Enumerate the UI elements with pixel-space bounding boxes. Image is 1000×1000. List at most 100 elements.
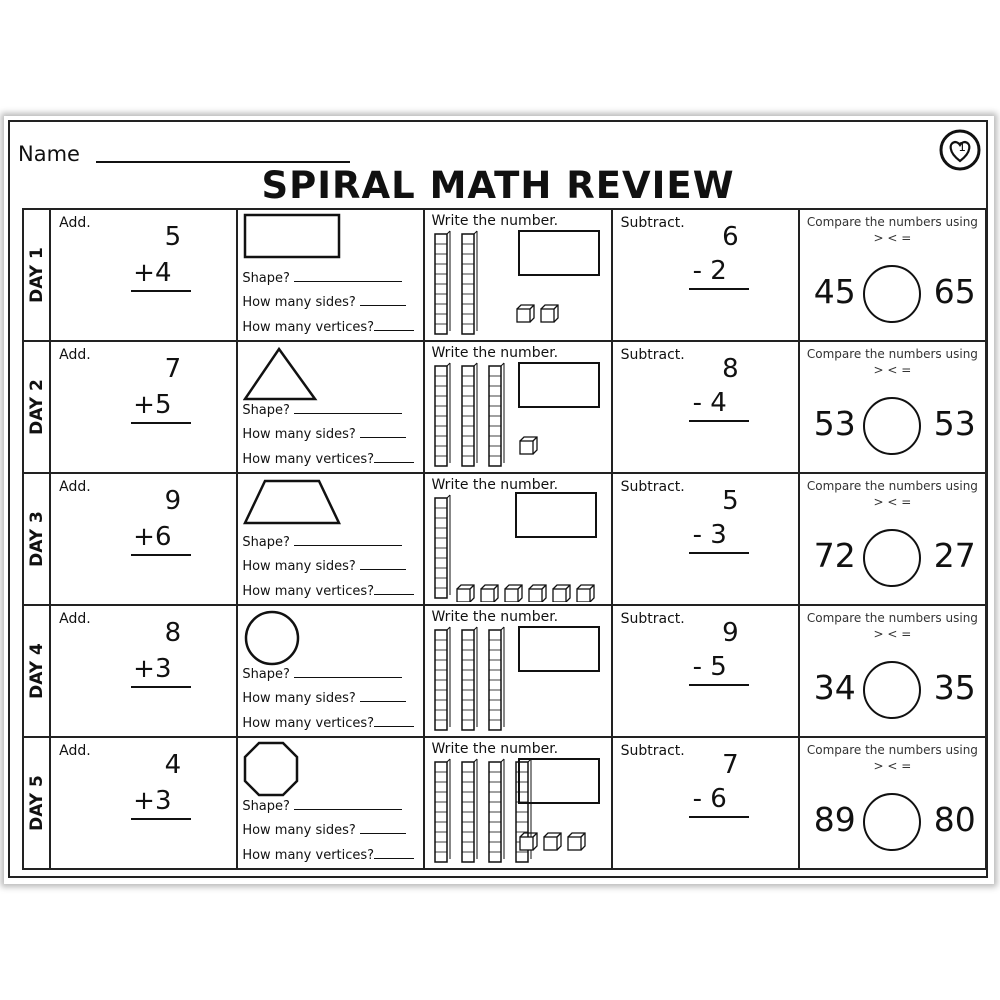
day-label-cell: DAY 5 bbox=[21, 736, 52, 870]
circle-shape-icon bbox=[245, 610, 300, 666]
addition-cell[interactable]: Add.5+4 bbox=[49, 208, 239, 342]
add-label: Add. bbox=[59, 743, 91, 759]
shape-answer-line[interactable] bbox=[294, 545, 403, 546]
subtraction-cell[interactable]: Subtract.6- 2 bbox=[610, 208, 800, 342]
addend-bottom: +5 bbox=[133, 390, 172, 420]
vertices-answer-line[interactable] bbox=[374, 858, 415, 859]
subtraction-answer-line bbox=[688, 552, 749, 554]
sides-question-label: How many sides? bbox=[242, 559, 356, 574]
shape-question[interactable]: Shape? bbox=[242, 403, 403, 418]
subtraction-cell[interactable]: Subtract.7- 6 bbox=[610, 736, 800, 870]
number-answer-box[interactable] bbox=[518, 230, 601, 276]
minuend: 6 bbox=[722, 222, 739, 252]
shape-question-label: Shape? bbox=[242, 799, 290, 814]
compare-answer-circle[interactable] bbox=[862, 661, 921, 719]
shape-question[interactable]: Shape? bbox=[242, 799, 403, 814]
write-number-cell: Write the number. bbox=[423, 604, 613, 738]
number-answer-box[interactable] bbox=[518, 758, 601, 804]
subtraction-cell[interactable]: Subtract.8- 4 bbox=[610, 340, 800, 474]
sides-answer-line[interactable] bbox=[359, 569, 406, 570]
addition-answer-line bbox=[131, 686, 192, 688]
addition-cell[interactable]: Add.9+6 bbox=[49, 472, 239, 606]
addend-top: 5 bbox=[164, 222, 182, 252]
vertices-question[interactable]: How many vertices? bbox=[242, 716, 415, 731]
subtraction-cell[interactable]: Subtract.5- 3 bbox=[610, 472, 800, 606]
shape-question-label: Shape? bbox=[242, 271, 290, 286]
addition-cell[interactable]: Add.8+3 bbox=[49, 604, 239, 738]
shape-question-label: Shape? bbox=[242, 667, 290, 682]
shape-question[interactable]: Shape? bbox=[242, 667, 403, 682]
compare-instructions-line1: Compare the numbers using bbox=[806, 347, 978, 361]
compare-right-number: 35 bbox=[933, 668, 976, 707]
vertices-answer-line[interactable] bbox=[374, 330, 415, 331]
compare-symbols: > < = bbox=[873, 495, 912, 509]
shape-answer-line[interactable] bbox=[294, 281, 403, 282]
shape-question[interactable]: Shape? bbox=[242, 271, 403, 286]
addition-cell[interactable]: Add.4+3 bbox=[49, 736, 239, 870]
day-label: DAY 2 bbox=[26, 379, 47, 435]
addend-bottom: +3 bbox=[133, 654, 172, 684]
write-number-cell: Write the number. bbox=[423, 736, 613, 870]
minuend: 8 bbox=[722, 354, 739, 384]
compare-answer-circle[interactable] bbox=[862, 529, 921, 587]
compare-instructions: Compare the numbers using> < = bbox=[800, 346, 985, 378]
name-field-line[interactable] bbox=[96, 161, 350, 163]
subtract-label: Subtract. bbox=[620, 743, 685, 759]
compare-left-number: 72 bbox=[813, 536, 856, 575]
compare-instructions: Compare the numbers using> < = bbox=[800, 610, 985, 642]
page-title: SPIRAL MATH REVIEW bbox=[261, 164, 735, 207]
vertices-answer-line[interactable] bbox=[374, 462, 415, 463]
compare-answer-circle[interactable] bbox=[862, 397, 921, 455]
vertices-question[interactable]: How many vertices? bbox=[242, 848, 415, 863]
write-number-cell: Write the number. bbox=[423, 340, 613, 474]
sides-answer-line[interactable] bbox=[359, 833, 406, 834]
subtrahend: - 5 bbox=[692, 652, 727, 682]
day-label-cell: DAY 4 bbox=[21, 604, 52, 738]
number-answer-box[interactable] bbox=[515, 492, 598, 538]
compare-symbols: > < = bbox=[873, 627, 912, 641]
compare-answer-circle[interactable] bbox=[862, 793, 921, 851]
compare-right-number: 65 bbox=[933, 272, 976, 311]
compare-answer-circle[interactable] bbox=[862, 265, 921, 323]
vertices-question[interactable]: How many vertices? bbox=[242, 584, 415, 599]
trapezoid-shape-icon bbox=[243, 479, 342, 525]
vertices-answer-line[interactable] bbox=[374, 594, 415, 595]
shape-answer-line[interactable] bbox=[294, 809, 403, 810]
compare-left-number: 53 bbox=[813, 404, 856, 443]
subtraction-cell[interactable]: Subtract.9- 5 bbox=[610, 604, 800, 738]
sides-question[interactable]: How many sides? bbox=[242, 427, 406, 442]
vertices-question[interactable]: How many vertices? bbox=[242, 320, 415, 335]
sides-answer-line[interactable] bbox=[359, 437, 406, 438]
sides-question[interactable]: How many sides? bbox=[242, 295, 406, 310]
addend-top: 9 bbox=[164, 486, 182, 516]
page-number: 1 bbox=[958, 140, 966, 154]
vertices-answer-line[interactable] bbox=[374, 726, 415, 727]
sides-answer-line[interactable] bbox=[359, 701, 406, 702]
subtract-label: Subtract. bbox=[620, 347, 685, 363]
write-number-label: Write the number. bbox=[431, 345, 559, 361]
sides-question-label: How many sides? bbox=[242, 427, 356, 442]
minuend: 7 bbox=[722, 750, 739, 780]
compare-left-number: 34 bbox=[813, 668, 856, 707]
number-answer-box[interactable] bbox=[518, 362, 601, 408]
shape-answer-line[interactable] bbox=[294, 677, 403, 678]
sides-question[interactable]: How many sides? bbox=[242, 559, 406, 574]
vertices-question[interactable]: How many vertices? bbox=[242, 452, 415, 467]
sides-question[interactable]: How many sides? bbox=[242, 691, 406, 706]
write-number-cell: Write the number. bbox=[423, 472, 613, 606]
sides-question[interactable]: How many sides? bbox=[242, 823, 406, 838]
add-label: Add. bbox=[59, 347, 91, 363]
compare-left-number: 89 bbox=[813, 800, 856, 839]
addition-cell[interactable]: Add.7+5 bbox=[49, 340, 239, 474]
shape-answer-line[interactable] bbox=[294, 413, 403, 414]
sides-answer-line[interactable] bbox=[359, 305, 406, 306]
shape-question[interactable]: Shape? bbox=[242, 535, 403, 550]
addend-top: 4 bbox=[164, 750, 182, 780]
number-answer-box[interactable] bbox=[518, 626, 601, 672]
